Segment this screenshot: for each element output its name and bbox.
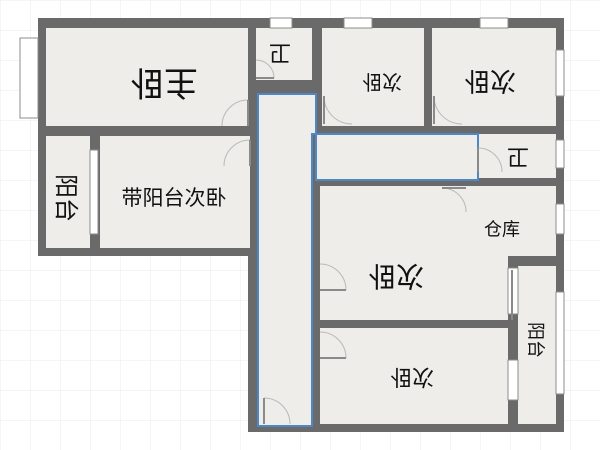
window-balcony-left [89, 149, 99, 235]
doors [221, 59, 513, 425]
room-balcony-left[interactable] [46, 136, 90, 248]
window-balcony-right [555, 291, 565, 395]
label-balcony-right: 阳台 [525, 322, 546, 358]
rooms [46, 28, 556, 427]
room-bedroom-top-small[interactable] [322, 28, 424, 126]
room-bathroom-top[interactable] [256, 28, 312, 80]
label-bedroom-top-right: 次卧 [464, 65, 516, 95]
label-bedroom-bottom: 次卧 [390, 364, 434, 389]
window-top-right [479, 17, 509, 29]
label-master-bedroom: 主卧 [130, 62, 198, 102]
label-storage: 仓库 [484, 220, 520, 241]
room-bedroom-with-balcony[interactable] [100, 136, 250, 248]
room-bedroom-top-right[interactable] [432, 28, 556, 126]
label-bathroom-top: 卫 [269, 40, 291, 65]
windows [19, 17, 565, 401]
label-bedroom-center: 次卧 [368, 260, 424, 293]
room-labels: 主卧 卫 次卧 次卧 卫 阳台 带阳台次卧 仓库 次卧 次卧 阳台 [52, 40, 546, 389]
label-bathroom-right: 卫 [507, 144, 529, 169]
label-bedroom-top-small: 次卧 [362, 70, 402, 94]
window-storage [555, 203, 565, 235]
window-bedroom-bottom [507, 359, 519, 401]
room-bathroom-right[interactable] [478, 134, 556, 178]
corridor[interactable] [257, 93, 479, 427]
room-bedroom-bottom[interactable] [320, 328, 508, 424]
label-balcony-left: 阳台 [52, 174, 80, 222]
window-master-left [19, 37, 39, 119]
window-top-small [343, 17, 373, 29]
window-right-bedroom [555, 49, 565, 97]
window-top-bath [269, 17, 293, 29]
room-bedroom-center[interactable] [320, 186, 508, 320]
room-balcony-right[interactable] [518, 266, 556, 424]
window-right-bath [555, 139, 565, 169]
label-bedroom-with-balcony: 带阳台次卧 [122, 186, 227, 210]
room-master-bedroom[interactable] [46, 28, 248, 126]
